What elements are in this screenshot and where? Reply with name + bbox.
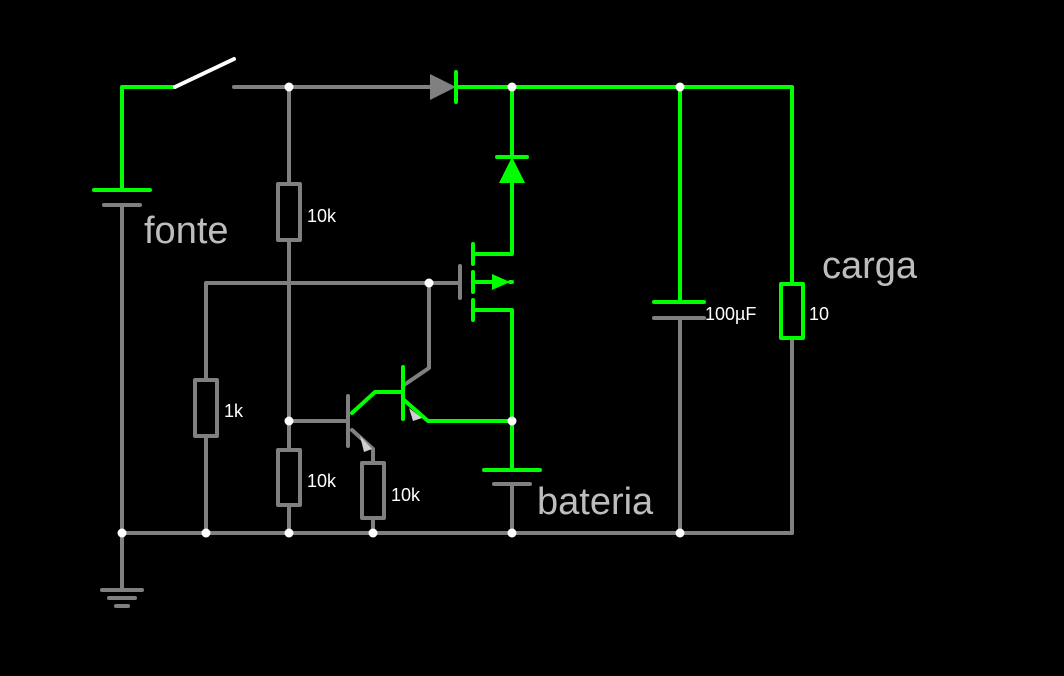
value-r-top: 10k	[307, 206, 337, 226]
resistor-left-1k[interactable]	[193, 378, 219, 438]
wire-diode-to-load	[454, 85, 794, 286]
dc-source[interactable]	[92, 188, 152, 207]
node	[117, 528, 127, 538]
wire-gate-to-q2	[402, 281, 431, 387]
node	[368, 528, 378, 538]
nodes	[117, 82, 685, 538]
value-r-emitter: 10k	[391, 485, 421, 505]
vertical-diode[interactable]	[495, 155, 529, 183]
capacitor[interactable]	[652, 300, 706, 320]
value-load: 10	[809, 304, 829, 324]
node	[424, 278, 434, 288]
label-bateria: bateria	[537, 481, 654, 523]
wire-q1-emitter	[350, 428, 375, 465]
value-cap: 100µF	[705, 304, 756, 324]
wire-q2-emitter	[402, 398, 514, 423]
resistor-emitter-10k[interactable]	[360, 461, 386, 520]
node	[675, 528, 685, 538]
node	[284, 528, 294, 538]
battery[interactable]	[482, 468, 542, 486]
switch[interactable]	[173, 57, 236, 89]
wire-source-to-switch	[120, 85, 177, 192]
label-carga: carga	[822, 245, 918, 287]
node	[284, 416, 294, 426]
node	[675, 82, 685, 92]
series-diode[interactable]	[430, 70, 458, 104]
wire-gate	[204, 281, 462, 382]
label-fonte: fonte	[144, 210, 229, 252]
node	[507, 528, 517, 538]
transistor-q2[interactable]	[401, 365, 422, 421]
node	[507, 416, 517, 426]
mosfet[interactable]	[458, 242, 514, 322]
resistor-bottom-10k[interactable]	[276, 448, 302, 507]
node	[507, 82, 517, 92]
wire-vdiode-to-drain	[473, 181, 514, 256]
value-r-bottom-mid: 10k	[307, 471, 337, 491]
node	[201, 528, 211, 538]
resistor-top-10k[interactable]	[276, 182, 302, 242]
node	[284, 82, 294, 92]
wire-mosfet-source-down	[473, 308, 514, 472]
resistor-load[interactable]	[779, 282, 805, 340]
value-r-left: 1k	[224, 401, 244, 421]
wire-q1-collector-to-q2-base	[350, 390, 405, 415]
transistor-q1[interactable]	[346, 394, 372, 452]
wires	[120, 85, 794, 592]
ground-symbol	[100, 588, 144, 608]
